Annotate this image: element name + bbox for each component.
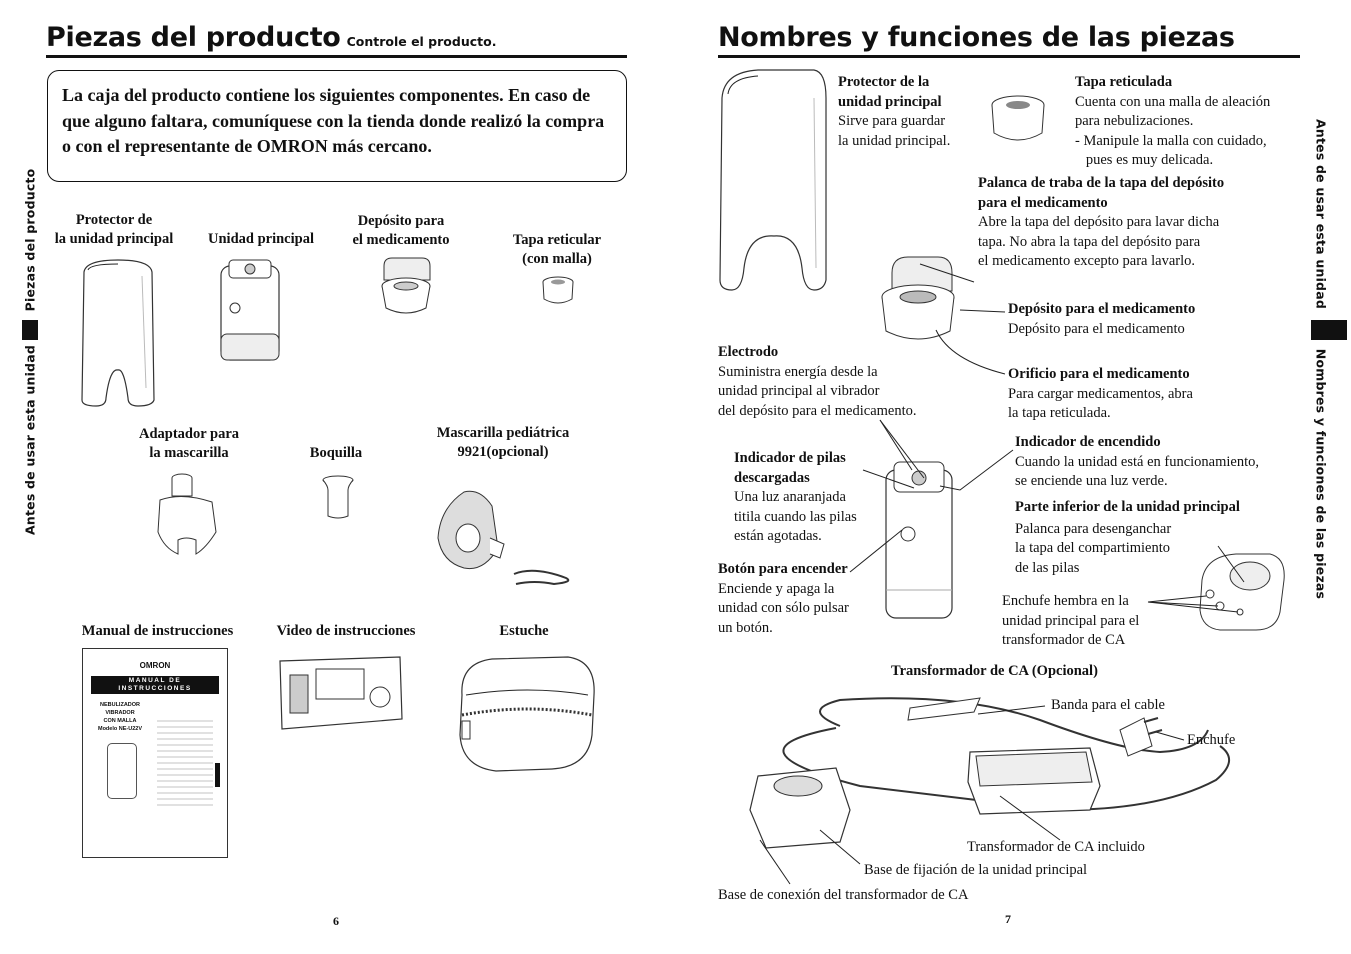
label-transformador-incluido: Transformador de CA incluido [967, 838, 1145, 858]
side-tab-chapter-right: Nombres y funciones de las piezas [1314, 349, 1329, 599]
label-enchufe: Enchufe [1187, 731, 1235, 751]
page-number-right: 7 [1005, 912, 1011, 927]
label-base-conexion: Base de conexión del transformador de CA [718, 886, 968, 906]
label-banda: Banda para el cable [1051, 696, 1165, 716]
side-tab-marker-right [1311, 320, 1347, 340]
label-base-fijacion: Base de fijación de la unidad principal [864, 861, 1087, 881]
side-tab-section-right: Antes de usar esta unidad [1314, 119, 1329, 309]
